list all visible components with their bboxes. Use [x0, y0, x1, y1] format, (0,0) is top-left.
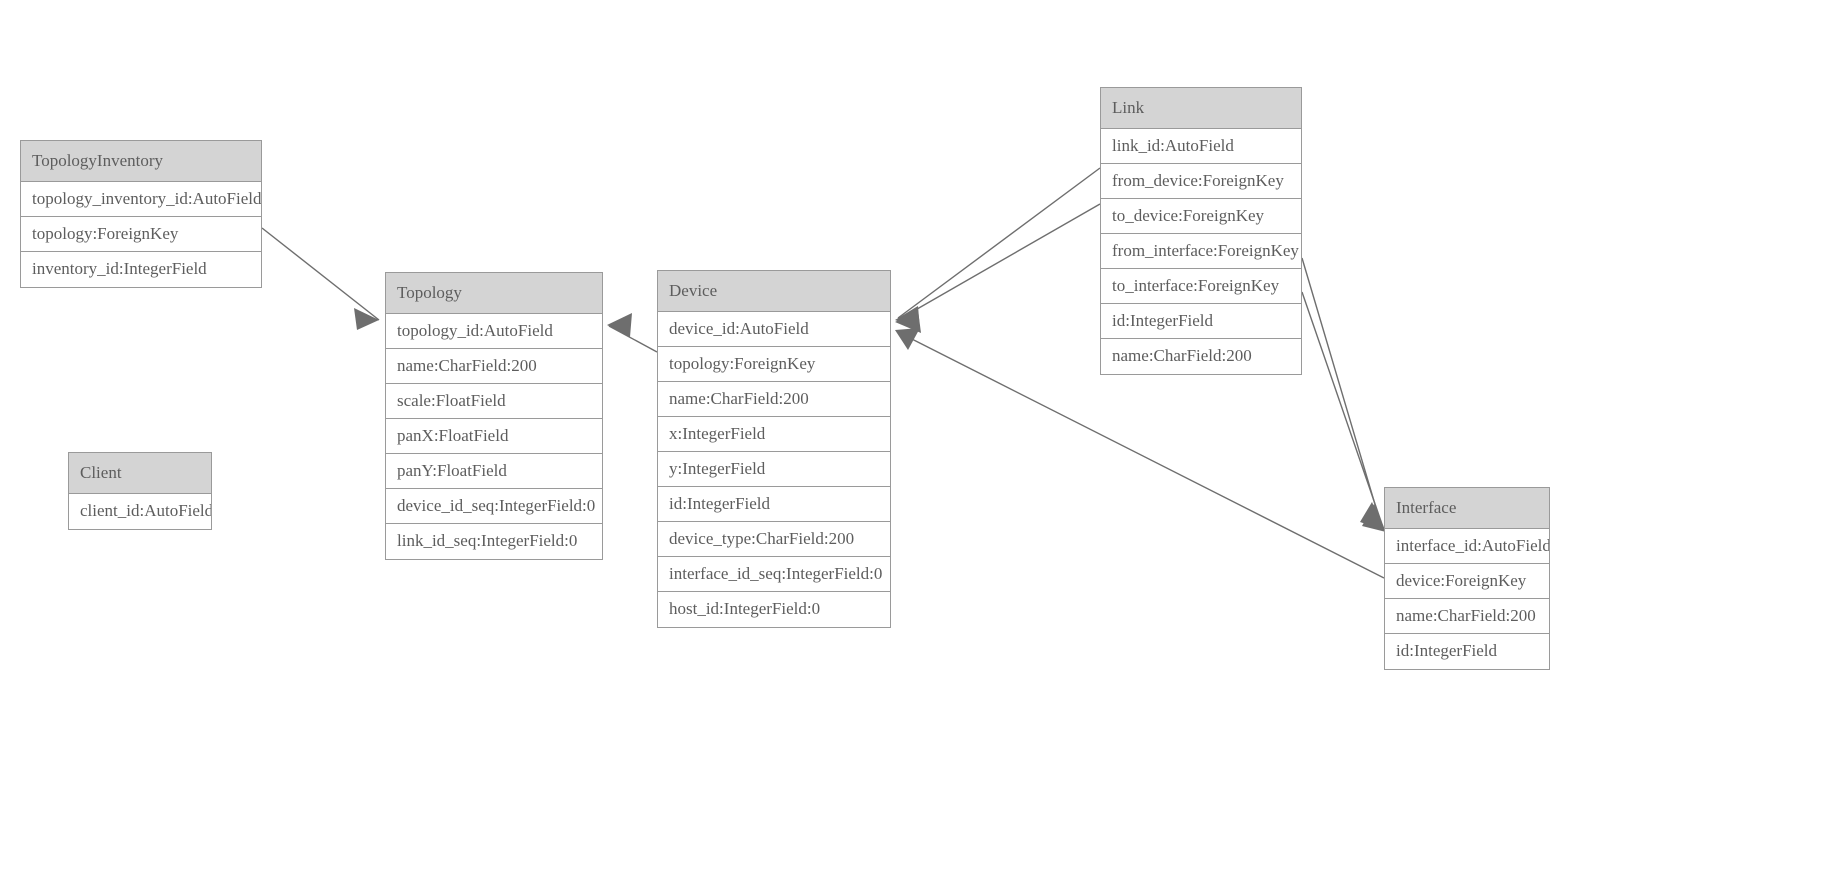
entity-field-link-6: name:CharField:200	[1101, 339, 1301, 374]
edge-link-device-from	[895, 167, 1101, 330]
entity-field-device-5: id:IntegerField	[658, 487, 890, 522]
edge-device-topology-arrowhead-icon	[607, 313, 632, 337]
entity-field-topology_inventory-1: topology:ForeignKey	[21, 217, 261, 252]
entity-field-link-4: to_interface:ForeignKey	[1101, 269, 1301, 304]
entity-field-device-3: x:IntegerField	[658, 417, 890, 452]
entity-title-topology_inventory: TopologyInventory	[21, 141, 261, 182]
entity-field-device-0: device_id:AutoField	[658, 312, 890, 347]
entity-field-device-1: topology:ForeignKey	[658, 347, 890, 382]
entity-field-interface-1: device:ForeignKey	[1385, 564, 1549, 599]
entity-field-device-2: name:CharField:200	[658, 382, 890, 417]
entity-field-link-3: from_interface:ForeignKey	[1101, 234, 1301, 269]
edge-link-interface-from	[1301, 257, 1384, 530]
entity-field-topology_inventory-0: topology_inventory_id:AutoField	[21, 182, 261, 217]
edge-link-interface-from-arrowhead-icon	[1360, 502, 1384, 530]
edge-link-device-to-arrowhead-icon	[895, 310, 921, 333]
entity-field-interface-0: interface_id:AutoField	[1385, 529, 1549, 564]
entity-field-interface-3: id:IntegerField	[1385, 634, 1549, 669]
edge-link-interface-to-line	[1301, 291, 1385, 531]
entity-title-client: Client	[69, 453, 211, 494]
edge-link-device-from-line	[897, 167, 1101, 319]
entity-field-topology-3: panX:FloatField	[386, 419, 602, 454]
entity-field-device-8: host_id:IntegerField:0	[658, 592, 890, 627]
edge-device-topology-line	[608, 325, 658, 353]
entity-field-link-2: to_device:ForeignKey	[1101, 199, 1301, 234]
entity-field-client-0: client_id:AutoField	[69, 494, 211, 529]
entity-field-topology_inventory-2: inventory_id:IntegerField	[21, 252, 261, 287]
entity-title-device: Device	[658, 271, 890, 312]
edge-interface-device-arrowhead-icon	[895, 328, 920, 350]
entity-field-interface-2: name:CharField:200	[1385, 599, 1549, 634]
entity-field-device-4: y:IntegerField	[658, 452, 890, 487]
entity-field-topology-2: scale:FloatField	[386, 384, 602, 419]
entity-field-topology-1: name:CharField:200	[386, 349, 602, 384]
entity-field-topology-5: device_id_seq:IntegerField:0	[386, 489, 602, 524]
edge-link-interface-to-arrowhead-icon	[1362, 504, 1386, 532]
entity-title-interface: Interface	[1385, 488, 1549, 529]
entity-field-link-5: id:IntegerField	[1101, 304, 1301, 339]
edge-topologyinventory-topology-line	[261, 227, 380, 321]
entity-field-device-6: device_type:CharField:200	[658, 522, 890, 557]
edge-link-device-to-line	[897, 203, 1101, 321]
entity-title-topology: Topology	[386, 273, 602, 314]
edge-link-device-from-arrowhead-icon	[895, 306, 920, 330]
edge-topologyinventory-topology	[261, 227, 380, 330]
entity-field-topology-0: topology_id:AutoField	[386, 314, 602, 349]
entity-field-device-7: interface_id_seq:IntegerField:0	[658, 557, 890, 592]
edge-device-topology	[607, 313, 658, 353]
edge-link-device-to	[895, 203, 1101, 333]
edge-link-interface-from-line	[1301, 257, 1383, 529]
entity-field-link-0: link_id:AutoField	[1101, 129, 1301, 164]
edge-link-interface-to	[1301, 291, 1386, 532]
entity-field-topology-4: panY:FloatField	[386, 454, 602, 489]
entity-title-link: Link	[1101, 88, 1301, 129]
entity-field-topology-6: link_id_seq:IntegerField:0	[386, 524, 602, 559]
edge-topologyinventory-topology-arrowhead-icon	[354, 308, 379, 330]
entity-field-link-1: from_device:ForeignKey	[1101, 164, 1301, 199]
